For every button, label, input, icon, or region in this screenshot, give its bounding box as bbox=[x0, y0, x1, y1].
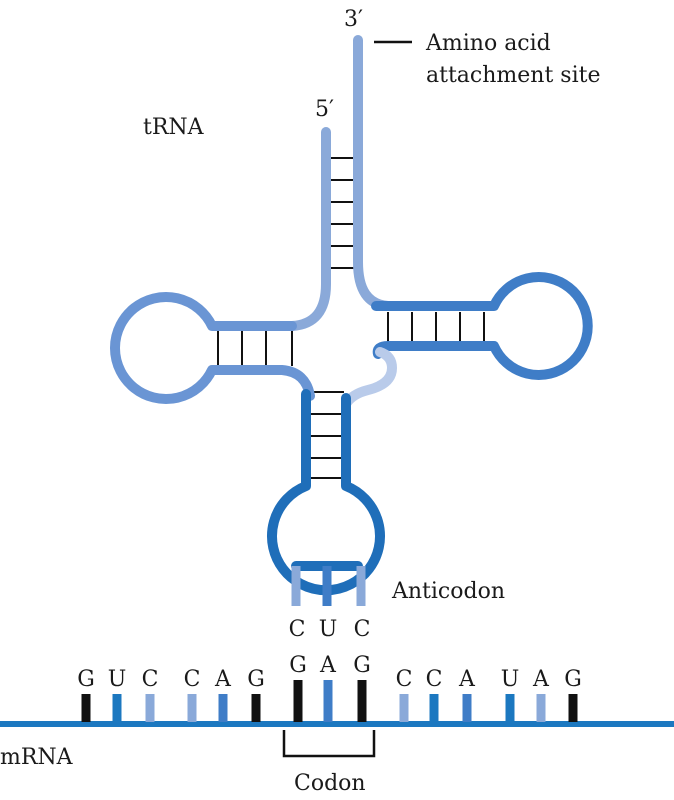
mrna-base: A bbox=[319, 653, 337, 678]
d-arm bbox=[110, 292, 315, 404]
anticodon-arm bbox=[267, 389, 385, 596]
anticodon-base: C bbox=[354, 617, 371, 642]
mrna-base: G bbox=[289, 653, 307, 678]
five-prime-label: 5′ bbox=[315, 97, 334, 122]
trna-label: tRNA bbox=[143, 115, 205, 140]
variable-loop bbox=[341, 347, 397, 409]
anticodon-label: Anticodon bbox=[391, 579, 505, 604]
mrna-ticks bbox=[81, 680, 578, 722]
trna-backbone bbox=[110, 35, 593, 596]
mrna-base: G bbox=[564, 667, 582, 692]
t-arm bbox=[371, 272, 593, 380]
mrna-base: A bbox=[532, 667, 550, 692]
mrna-base: C bbox=[396, 667, 413, 692]
anticodon-base: C bbox=[289, 617, 306, 642]
mrna-base: C bbox=[184, 667, 201, 692]
anticodon-bases: C U C bbox=[289, 617, 371, 642]
t-arm-bonds bbox=[387, 312, 485, 344]
d-arm-bonds bbox=[217, 330, 293, 366]
mrna-base: G bbox=[77, 667, 95, 692]
three-prime-strand bbox=[353, 35, 393, 311]
mrna-base: A bbox=[458, 667, 476, 692]
amino-acid-label-line1: Amino acid bbox=[425, 31, 551, 56]
mrna-base: C bbox=[142, 667, 159, 692]
anticodon-base: U bbox=[319, 617, 338, 642]
anticodon-ticks bbox=[291, 566, 366, 606]
mrna-label: mRNA bbox=[0, 745, 74, 770]
mrna-base: C bbox=[426, 667, 443, 692]
codon-bracket bbox=[282, 730, 376, 758]
mrna-base: U bbox=[108, 667, 127, 692]
anticodon-stem-bonds bbox=[308, 391, 344, 479]
amino-acid-label-line2: attachment site bbox=[426, 63, 600, 88]
mrna-base: G bbox=[247, 667, 265, 692]
mrna-bases: G U C C A G G A G C C A U A G bbox=[77, 653, 582, 692]
codon-label: Codon bbox=[294, 771, 366, 796]
mrna-base: A bbox=[214, 667, 232, 692]
three-prime-label: 3′ bbox=[344, 7, 363, 32]
mrna-base: G bbox=[353, 653, 371, 678]
acceptor-stem-bonds bbox=[326, 157, 358, 269]
mrna-base: U bbox=[501, 667, 520, 692]
five-prime-strand bbox=[287, 127, 331, 331]
